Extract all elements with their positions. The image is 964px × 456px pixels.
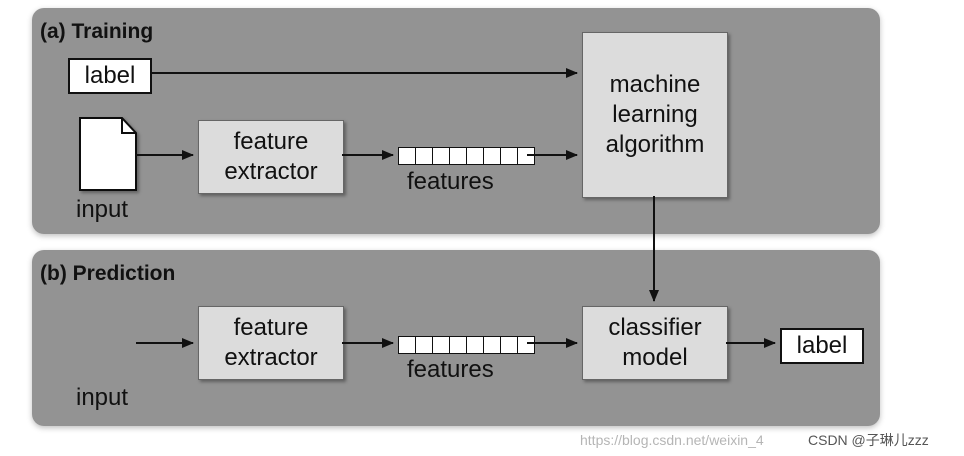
training-input-document-icon [79,117,137,191]
classifier-model-line2: model [622,344,688,371]
feature-vector-cell [450,337,467,353]
prediction-features-caption: features [407,356,494,383]
feature-vector-cell [433,148,450,164]
feature-vector-cell [399,337,416,353]
ml-algorithm-line2: learning [612,101,698,128]
training-feature-vector [398,147,535,165]
watermark-url: https://blog.csdn.net/weixin_4 [580,432,764,448]
classifier-model-line1: classifier [608,314,702,341]
feature-vector-cell [484,337,501,353]
training-feature-extractor-line1: feature [233,128,309,155]
prediction-feature-extractor-box: feature extractor [198,306,344,380]
feature-vector-cell [416,337,433,353]
ml-algorithm-line1: machine [609,71,701,98]
prediction-title: (b) Prediction [40,262,176,285]
feature-vector-cell [501,148,518,164]
watermark-brand: CSDN @子琳儿zzz [808,432,929,448]
feature-vector-cell [399,148,416,164]
training-feature-extractor-box: feature extractor [198,120,344,194]
ml-algorithm-line3: algorithm [605,131,705,158]
feature-vector-cell [416,148,433,164]
training-panel [32,8,880,234]
training-input-caption: input [76,196,129,223]
prediction-input-caption: input [76,384,129,411]
training-title: (a) Training [40,20,154,43]
feature-vector-cell [484,148,501,164]
prediction-feature-extractor-line1: feature [233,314,309,341]
prediction-label-box: label [780,328,864,364]
prediction-feature-extractor-line2: extractor [224,344,318,371]
training-label-box: label [68,58,152,94]
prediction-feature-vector [398,336,535,354]
training-features-caption: features [407,168,494,195]
classifier-model-box: classifier model [582,306,728,380]
feature-vector-cell [501,337,518,353]
feature-vector-cell [467,337,484,353]
feature-vector-cell [450,148,467,164]
feature-vector-cell [467,148,484,164]
feature-vector-cell [433,337,450,353]
training-feature-extractor-line2: extractor [224,158,318,185]
